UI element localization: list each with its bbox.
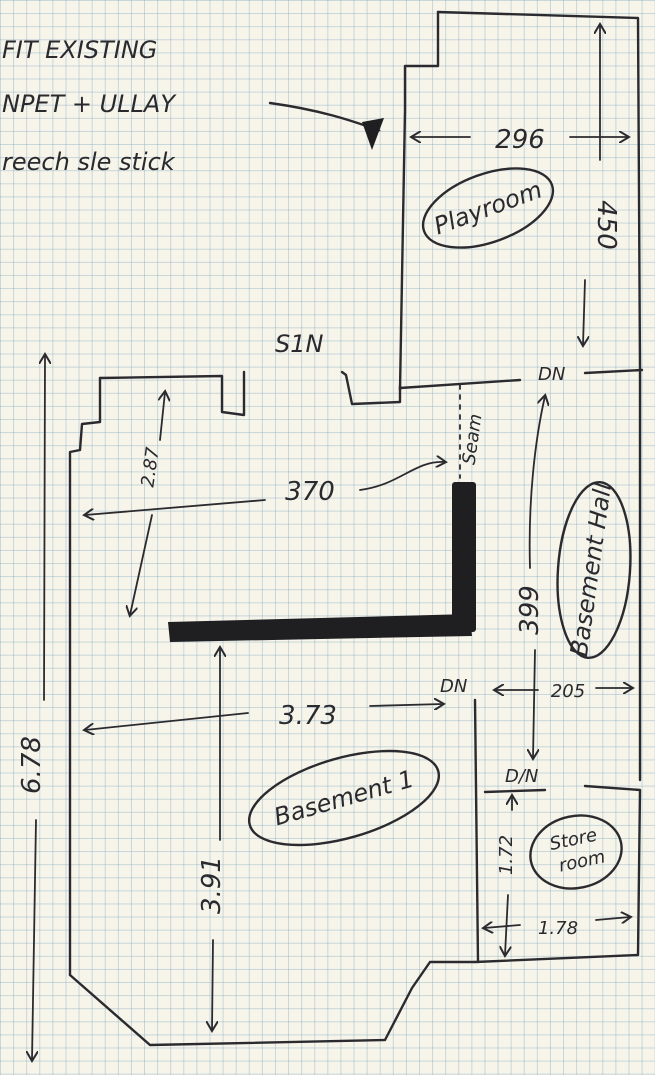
- handwritten-note: FIT EXISTING NPET + ULLAY reech sle stic…: [2, 36, 177, 176]
- dn-label-center: DN: [440, 676, 467, 697]
- walls: [68, 10, 644, 1047]
- dimension-arrows: [32, 25, 632, 1060]
- note-line-1: FIT EXISTING: [2, 36, 157, 64]
- dim-172: 1.72: [496, 835, 517, 875]
- dim-287: 2.87: [137, 445, 163, 488]
- dim-playroom-width: 296: [495, 125, 545, 155]
- dn-label-playroom: DN: [538, 364, 565, 385]
- room-label-playroom: Playroom: [430, 176, 545, 241]
- note-arrowhead: [362, 118, 384, 150]
- dim-391: 3.91: [197, 856, 227, 914]
- dim-178: 1.78: [538, 918, 578, 939]
- room-ellipses: [247, 167, 632, 890]
- dim-205: 205: [551, 681, 585, 702]
- dim-370: 370: [285, 477, 335, 507]
- dim-playroom-height: 450: [591, 200, 621, 250]
- dim-678: 6.78: [17, 736, 47, 794]
- step-label: S1N: [275, 330, 324, 358]
- note-arrow: [268, 101, 378, 130]
- dn-label-store: D/N: [505, 766, 538, 787]
- interior-walls: [168, 482, 476, 642]
- seam-label: Seam: [459, 412, 487, 466]
- dim-399: 399: [515, 585, 545, 635]
- dim-373: 3.73: [279, 701, 337, 731]
- note-line-2: NPET + ULLAY: [2, 90, 177, 118]
- note-line-3: reech sle stick: [2, 148, 176, 176]
